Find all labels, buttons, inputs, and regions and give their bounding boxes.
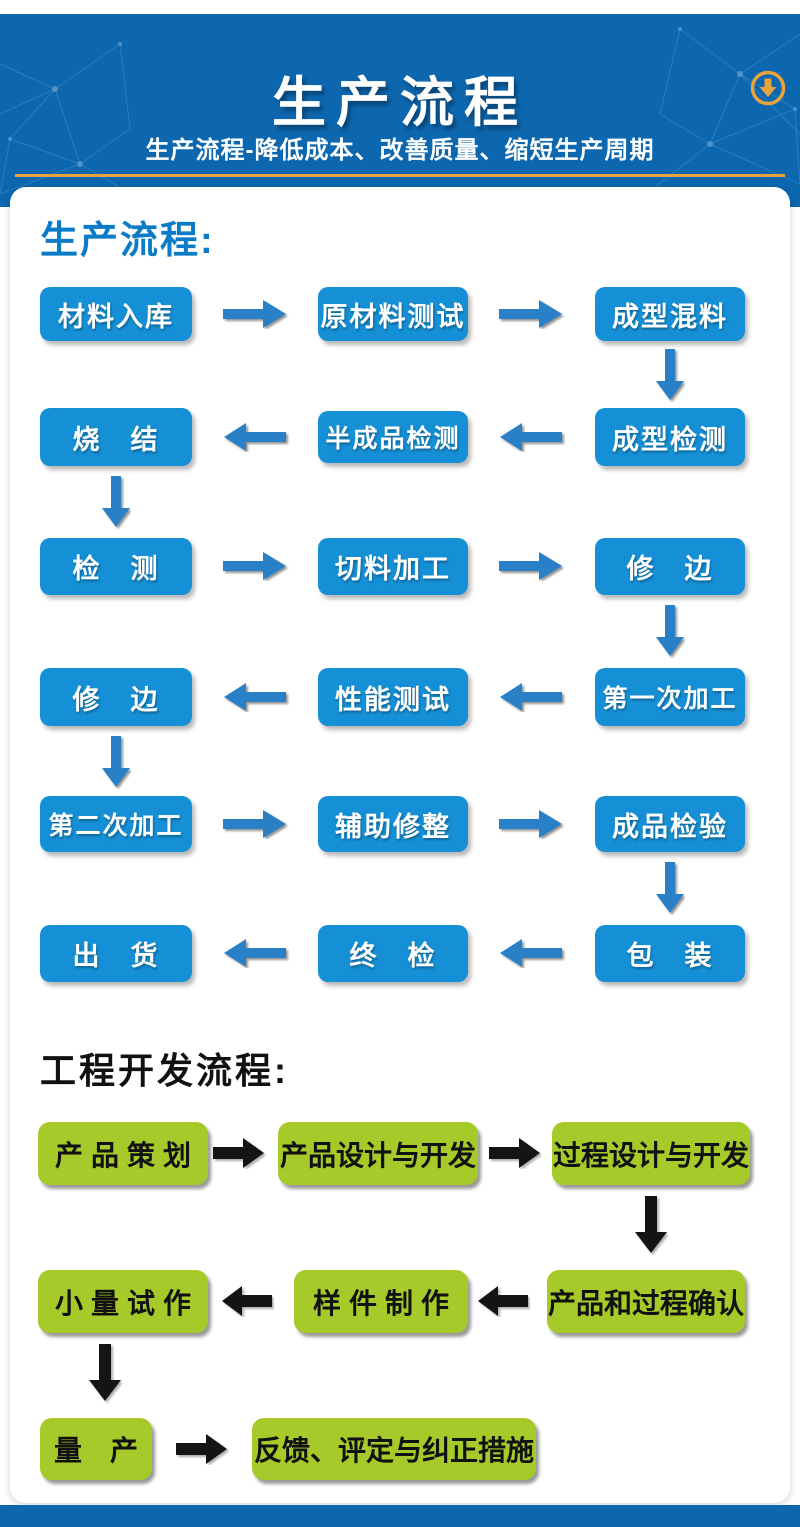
flow-step-molding-mix: 成型混料: [595, 287, 745, 341]
left-arrow-icon: [224, 423, 286, 451]
left-arrow-icon: [500, 423, 562, 451]
right-arrow-icon: [499, 810, 562, 838]
right-arrow-icon: [223, 300, 286, 328]
flow-step-semi-product-inspection: 半成品检测: [318, 411, 468, 463]
right-arrow-icon: [499, 300, 562, 328]
flow-step-auxiliary-trimming: 辅助修整: [318, 796, 468, 852]
left-arrow-icon: [222, 1286, 272, 1316]
flow-step-product-inspection: 成品检验: [595, 796, 745, 852]
content-card: 生产流程: 材料入库 原材料测试 成型混料 烧 结 半成品检测 成型检测 检 测…: [10, 187, 790, 1503]
right-arrow-icon: [213, 1138, 264, 1168]
down-arrow-icon: [656, 862, 684, 913]
right-arrow-icon: [489, 1138, 540, 1168]
down-arrow-icon: [656, 605, 684, 656]
flow-step-sample-making: 样件制作: [294, 1270, 468, 1333]
down-arrow-icon: [89, 1344, 121, 1401]
flow-step-trimming-2: 修 边: [40, 668, 192, 726]
page-subtitle: 生产流程-降低成本、改善质量、缩短生产周期: [145, 137, 655, 164]
right-arrow-icon: [223, 552, 286, 580]
flow-step-material-warehousing: 材料入库: [40, 287, 192, 341]
right-arrow-icon: [499, 552, 562, 580]
down-arrow-icon: [102, 736, 130, 787]
left-arrow-icon: [224, 683, 286, 711]
flow-step-molding-inspection: 成型检测: [595, 408, 745, 466]
flow-step-product-planning: 产品策划: [38, 1122, 208, 1185]
right-arrow-icon: [176, 1434, 227, 1464]
flow-step-packaging: 包 装: [595, 925, 745, 982]
flow-step-product-design-development: 产品设计与开发: [278, 1122, 478, 1185]
flow-step-feedback-corrective-actions: 反馈、评定与纠正措施: [252, 1418, 536, 1480]
left-arrow-icon: [224, 939, 286, 967]
left-arrow-icon: [500, 683, 562, 711]
flow-step-second-processing: 第二次加工: [40, 796, 192, 852]
flow-step-cutting-process: 切料加工: [318, 538, 468, 595]
flow-step-final-inspection: 终 检: [318, 925, 468, 982]
right-arrow-icon: [223, 810, 286, 838]
accent-divider: [15, 174, 785, 177]
page-title: 生产流程: [272, 73, 528, 133]
down-arrow-icon: [656, 349, 684, 400]
flow-step-small-batch-trial: 小量试作: [38, 1270, 208, 1333]
left-arrow-icon: [500, 939, 562, 967]
flow-step-performance-test: 性能测试: [318, 668, 468, 726]
down-arrow-icon: [102, 476, 130, 527]
flow-step-product-process-confirmation: 产品和过程确认: [547, 1270, 745, 1333]
flow-step-raw-material-test: 原材料测试: [318, 287, 468, 341]
flow-step-first-processing: 第一次加工: [595, 668, 745, 726]
page-footer-bar: [0, 1505, 800, 1527]
flow-step-mass-production: 量 产: [40, 1418, 152, 1480]
download-circle-icon[interactable]: [748, 68, 788, 108]
engineering-flow-heading: 工程开发流程:: [40, 1050, 289, 1091]
page-header: 生产流程 生产流程-降低成本、改善质量、缩短生产周期: [0, 14, 800, 207]
down-arrow-icon: [635, 1196, 667, 1253]
flow-step-inspection: 检 测: [40, 538, 192, 595]
left-arrow-icon: [478, 1286, 528, 1316]
flow-step-shipment: 出 货: [40, 925, 192, 982]
production-flow-heading: 生产流程:: [40, 220, 215, 262]
flow-step-trimming: 修 边: [595, 538, 745, 595]
flow-step-sintering: 烧 结: [40, 408, 192, 466]
flow-step-process-design-development: 过程设计与开发: [552, 1122, 750, 1185]
